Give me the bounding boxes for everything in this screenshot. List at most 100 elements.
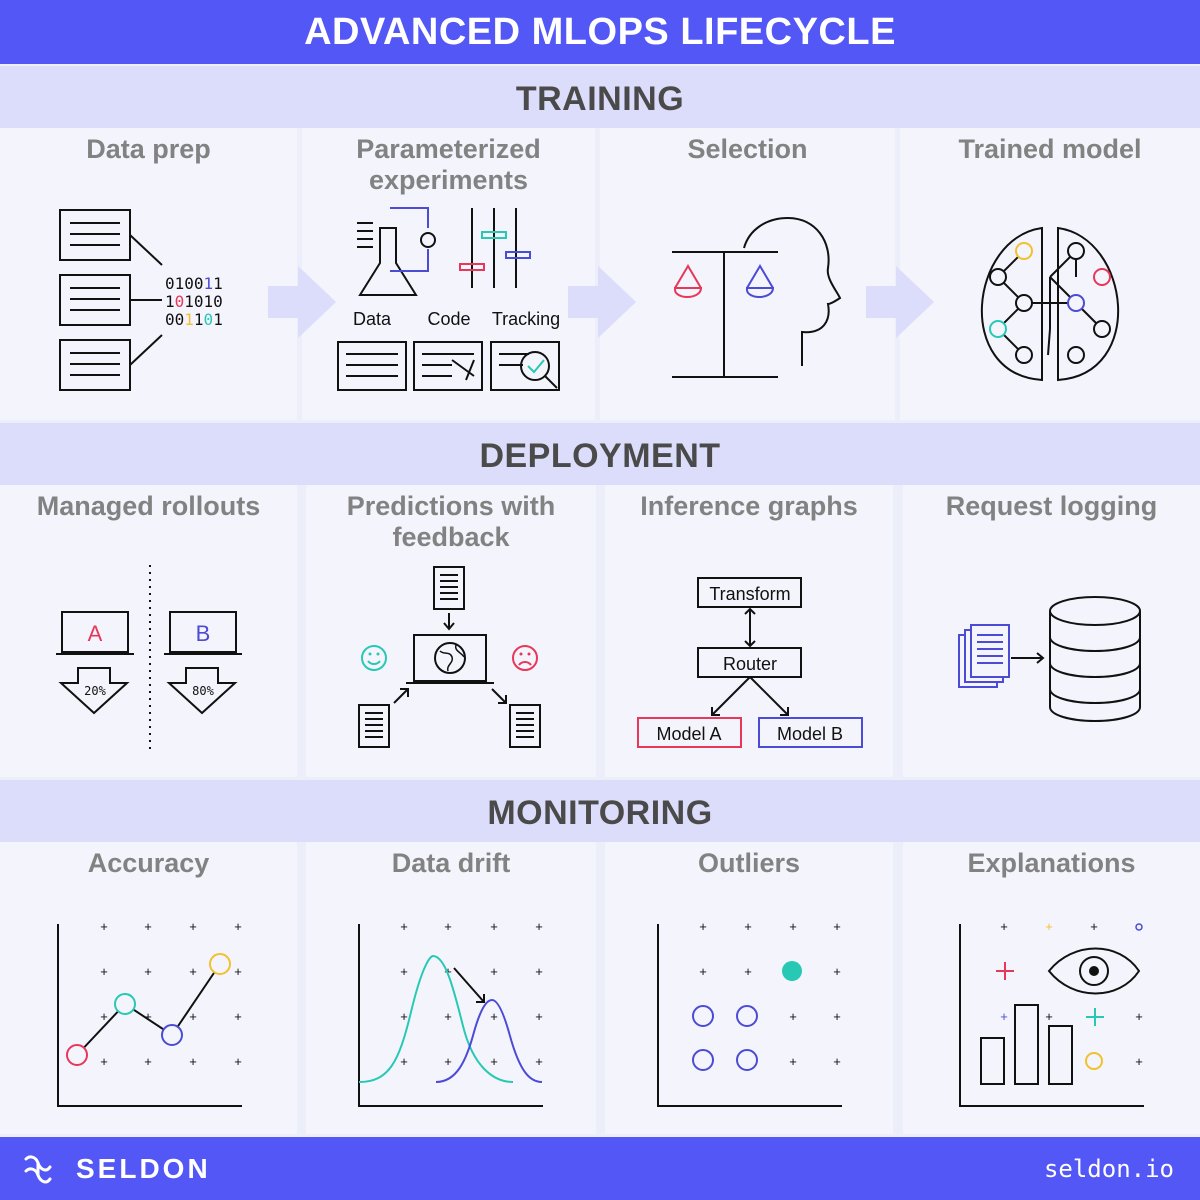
training-heading: TRAINING <box>0 66 1200 128</box>
svg-text:+: + <box>400 964 408 979</box>
experiments-title: Parameterized experiments <box>356 134 541 195</box>
svg-text:+: + <box>189 1054 197 1069</box>
request-logging-illustration <box>958 596 1141 723</box>
svg-text:+: + <box>789 1009 797 1024</box>
svg-text:+: + <box>100 964 108 979</box>
explanations-title: Explanations <box>967 848 1136 878</box>
svg-text:+: + <box>744 964 752 979</box>
svg-text:+: + <box>490 1009 498 1024</box>
request-logging-card: Request logging <box>903 485 1200 777</box>
svg-text:+: + <box>234 1009 242 1024</box>
deployment-row: Managed rollouts A B 20% 80% Predictions… <box>0 485 1200 777</box>
svg-text:+: + <box>833 964 841 979</box>
svg-text:+: + <box>535 1054 543 1069</box>
transform-node: Transform <box>709 584 790 604</box>
arrow-icon <box>568 266 636 338</box>
svg-text:101010: 101010 <box>165 292 223 311</box>
rollouts-card: Managed rollouts A B 20% 80% <box>0 485 297 777</box>
svg-text:+: + <box>144 919 152 934</box>
svg-text:+: + <box>833 1009 841 1024</box>
svg-text:+: + <box>100 1054 108 1069</box>
rollout-a-percent: 20% <box>84 684 106 698</box>
svg-text:001101: 001101 <box>165 310 223 329</box>
svg-text:+: + <box>490 964 498 979</box>
seldon-logo[interactable]: SELDON <box>20 1151 208 1187</box>
data-drift-chart: ++++ ++++ ++++ ++++ <box>358 919 543 1107</box>
svg-text:+: + <box>400 1009 408 1024</box>
svg-text:+: + <box>699 919 707 934</box>
predictions-title: Predictions with feedback <box>346 491 556 552</box>
rollout-a-label: A <box>88 621 103 646</box>
svg-text:+: + <box>535 1009 543 1024</box>
svg-text:+: + <box>234 1054 242 1069</box>
svg-text:+: + <box>833 919 841 934</box>
inference-title: Inference graphs <box>640 491 858 521</box>
svg-text:010011: 010011 <box>165 274 223 293</box>
accuracy-chart: + + + + + + + + + + + + + + + + <box>57 919 242 1107</box>
brain-illustration <box>981 226 1119 382</box>
svg-text:+: + <box>100 919 108 934</box>
training-row: Data prep 010011 101010 001101 Parameter… <box>0 128 1200 420</box>
request-logging-title: Request logging <box>945 491 1158 521</box>
outliers-card: Outliers ++++ +++ ++ ++ <box>605 842 893 1134</box>
data-prep-card: Data prep 010011 101010 001101 <box>0 128 297 420</box>
experiments-card: Parameterized experiments Data Code <box>302 128 595 420</box>
svg-text:+: + <box>189 1009 197 1024</box>
svg-text:+: + <box>444 919 452 934</box>
svg-text:+: + <box>189 919 197 934</box>
svg-text:+: + <box>144 1009 152 1024</box>
svg-text:+: + <box>744 919 752 934</box>
label-tracking: Tracking <box>492 309 560 329</box>
monitoring-row: Accuracy ++++ ++++ ++++ ++++ Data drift … <box>0 842 1200 1134</box>
page-title: ADVANCED MLOPS LIFECYCLE <box>0 0 1200 64</box>
svg-text:+: + <box>1045 1009 1053 1024</box>
selection-card: Selection <box>600 128 895 420</box>
svg-text:+: + <box>1135 1054 1143 1069</box>
svg-text:+: + <box>234 919 242 934</box>
svg-text:+: + <box>699 964 707 979</box>
experiments-illustration: Data Code Tracking <box>337 207 560 391</box>
monitoring-heading: MONITORING <box>0 780 1200 842</box>
rollouts-illustration: A B 20% 80% <box>56 565 242 749</box>
predictions-card: Predictions with feedback <box>306 485 596 777</box>
explanations-card: Explanations +++ ++ ++ <box>903 842 1200 1134</box>
svg-text:+: + <box>444 1009 452 1024</box>
accuracy-title: Accuracy <box>87 848 210 878</box>
rollout-b-percent: 80% <box>192 684 214 698</box>
svg-text:+: + <box>400 919 408 934</box>
svg-text:+: + <box>490 919 498 934</box>
svg-text:+: + <box>535 964 543 979</box>
svg-text:+: + <box>144 964 152 979</box>
svg-text:+: + <box>189 964 197 979</box>
training-arrows <box>268 266 934 338</box>
site-link[interactable]: seldon.io <box>1043 1155 1174 1183</box>
selection-title: Selection <box>687 134 808 164</box>
svg-text:+: + <box>789 1054 797 1069</box>
model-a-node: Model A <box>656 724 721 744</box>
rollout-b-label: B <box>196 621 211 646</box>
svg-text:+: + <box>833 1054 841 1069</box>
trained-model-title: Trained model <box>958 134 1142 164</box>
svg-text:+: + <box>100 1009 108 1024</box>
inference-illustration: Transform Router Model A Model B <box>637 577 863 748</box>
data-drift-card: Data drift ++++ ++++ ++++ ++++ <box>306 842 596 1134</box>
svg-text:+: + <box>1000 1009 1008 1024</box>
svg-text:+: + <box>144 1054 152 1069</box>
svg-text:+: + <box>535 919 543 934</box>
inference-card: Inference graphs Transform Router Model … <box>605 485 893 777</box>
data-prep-title: Data prep <box>86 134 211 164</box>
footer: SELDON seldon.io <box>0 1137 1200 1200</box>
selection-illustration <box>672 216 842 378</box>
trained-model-card: Trained model <box>900 128 1200 420</box>
svg-text:+: + <box>1000 919 1008 934</box>
data-prep-illustration: 010011 101010 001101 <box>59 209 223 391</box>
arrow-icon <box>268 266 336 338</box>
arrow-icon <box>866 266 934 338</box>
svg-text:+: + <box>400 1054 408 1069</box>
svg-text:+: + <box>1090 919 1098 934</box>
data-drift-title: Data drift <box>391 848 511 878</box>
router-node: Router <box>723 654 777 674</box>
accuracy-card: Accuracy + + + + + + + + + + + + + + + + <box>0 842 297 1134</box>
svg-text:+: + <box>234 964 242 979</box>
rollouts-title: Managed rollouts <box>36 491 261 521</box>
